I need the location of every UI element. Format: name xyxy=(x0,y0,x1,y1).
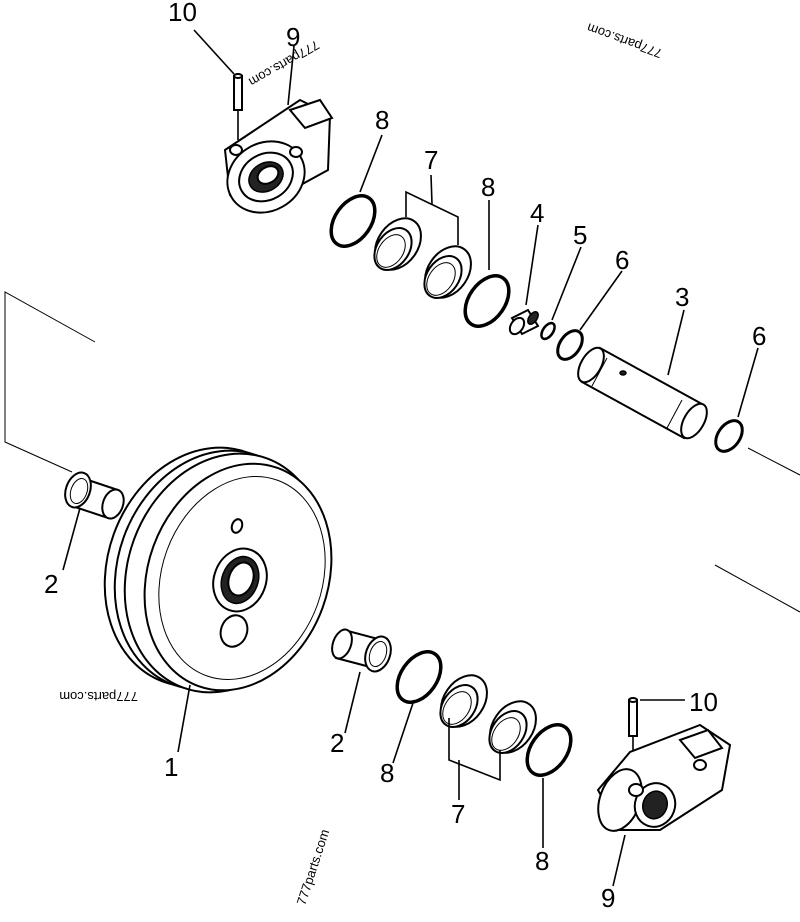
callout-8-top-left: 8 xyxy=(375,105,389,135)
part-5-small-oring xyxy=(540,321,556,341)
callout-7-bottom: 7 xyxy=(451,799,465,829)
callout-10-top: 10 xyxy=(168,0,197,27)
part-2-bushing-left xyxy=(64,471,125,520)
part-6-oring-right xyxy=(714,419,744,453)
part-7-seal-bottom-a xyxy=(439,674,488,728)
callout-1: 1 xyxy=(164,752,178,782)
leader-lines xyxy=(62,29,759,887)
part-10-bottom-pin xyxy=(628,697,638,790)
callout-8-top-right: 8 xyxy=(481,172,495,202)
part-7-seal-top-b xyxy=(423,245,472,299)
callout-6-right: 6 xyxy=(752,321,766,351)
part-4-plug xyxy=(508,308,540,336)
callout-2-left: 2 xyxy=(44,569,58,599)
callouts: 1 2 2 3 4 5 6 6 7 7 8 8 8 8 9 9 10 10 xyxy=(44,0,766,913)
part-3-shaft xyxy=(577,346,708,440)
part-10-top-pin xyxy=(233,73,243,140)
part-6-oring-left xyxy=(556,329,584,361)
part-1-idler-wheel xyxy=(103,446,333,694)
callout-5: 5 xyxy=(573,220,587,250)
part-9-bottom-bracket xyxy=(596,723,732,832)
callout-2-center: 2 xyxy=(330,728,344,758)
part-8-oring-bottom-left xyxy=(395,650,443,704)
callout-9-top: 9 xyxy=(286,22,300,52)
part-8-oring-top-left xyxy=(329,194,377,248)
watermark-left: 777parts.com xyxy=(59,689,138,704)
callout-7-top: 7 xyxy=(424,145,438,175)
part-8-oring-bottom-right xyxy=(525,723,573,777)
part-9-top-bracket xyxy=(223,98,334,214)
watermark-top-bracket: 777parts.com xyxy=(246,37,322,89)
callout-10-bottom: 10 xyxy=(689,687,718,717)
watermark-top-right: 777parts.com xyxy=(585,20,664,61)
watermark-bottom: 777parts.com xyxy=(294,827,333,907)
callout-4: 4 xyxy=(530,198,544,228)
callout-3: 3 xyxy=(675,282,689,312)
part-2-bushing-center xyxy=(331,628,392,673)
callout-8-bottom-left: 8 xyxy=(380,758,394,788)
watermarks: 777parts.com 777parts.com 777parts.com 7… xyxy=(59,20,664,907)
part-7-seal-bottom-b xyxy=(488,700,537,754)
callout-8-bottom-right: 8 xyxy=(535,846,549,876)
callout-6-left: 6 xyxy=(615,245,629,275)
callout-9-bottom: 9 xyxy=(601,883,615,913)
part-7-seal-top-a xyxy=(373,217,422,271)
assembly-frame-lines xyxy=(4,291,800,613)
part-8-oring-top-right xyxy=(463,274,511,328)
